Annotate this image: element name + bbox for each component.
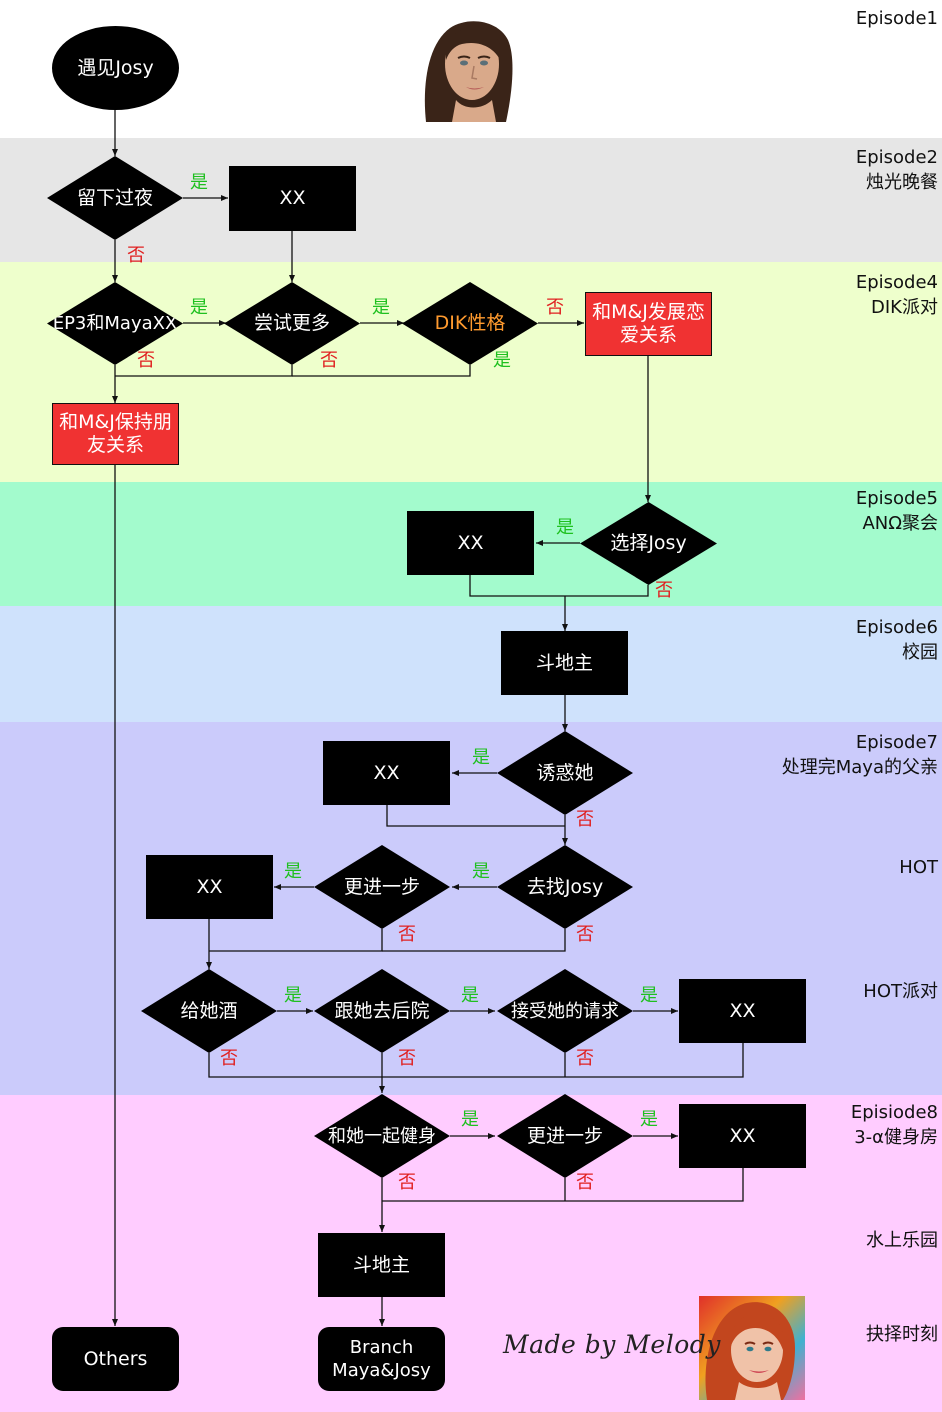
node-romance-mj: 和M&J发展恋爱关系 — [585, 292, 712, 356]
melody-portrait — [699, 1296, 805, 1400]
no-label: 否 — [398, 924, 416, 945]
decision-label: 抉择时刻 — [866, 1324, 938, 1345]
node-meet-josy: 遇见Josy — [52, 26, 179, 110]
yes-label: 是 — [556, 517, 574, 538]
josy-portrait — [416, 14, 517, 122]
episode1-label: Episode1 — [855, 8, 938, 29]
yes-label: 是 — [472, 861, 490, 882]
node-xx-ep2: XX — [229, 166, 356, 231]
band-episode6 — [0, 606, 942, 722]
hot-party-label: HOT派对 — [863, 981, 938, 1002]
no-label: 否 — [320, 350, 338, 371]
node-dou-dizhu-water-park: 斗地主 — [318, 1233, 445, 1297]
node-xx-hot: XX — [146, 855, 273, 919]
node-branch-maya-josy: Branch Maya&Josy — [318, 1327, 445, 1391]
no-label: 否 — [137, 350, 155, 371]
hot-label: HOT — [899, 857, 938, 878]
yes-label: 是 — [472, 747, 490, 768]
no-label: 否 — [576, 809, 594, 830]
yes-label: 是 — [640, 985, 658, 1006]
node-dou-dizhu-ep6: 斗地主 — [501, 631, 628, 695]
no-label: 否 — [546, 297, 564, 318]
yes-label: 是 — [284, 985, 302, 1006]
node-xx-hot-party: XX — [679, 979, 806, 1043]
yes-label: 是 — [493, 350, 511, 371]
signature: Made by Melody — [503, 1330, 721, 1359]
yes-label: 是 — [461, 985, 479, 1006]
no-label: 否 — [398, 1172, 416, 1193]
node-xx-gym: XX — [679, 1104, 806, 1168]
no-label: 否 — [655, 580, 673, 601]
water-park-label: 水上乐园 — [866, 1230, 938, 1251]
node-friends-mj: 和M&J保持朋友关系 — [52, 403, 179, 465]
yes-label: 是 — [461, 1109, 479, 1130]
yes-label: 是 — [372, 297, 390, 318]
no-label: 否 — [576, 1048, 594, 1069]
yes-label: 是 — [190, 297, 208, 318]
no-label: 否 — [576, 924, 594, 945]
yes-label: 是 — [640, 1109, 658, 1130]
node-xx-ep5: XX — [407, 511, 534, 575]
node-others: Others — [52, 1327, 179, 1391]
no-label: 否 — [398, 1048, 416, 1069]
yes-label: 是 — [190, 172, 208, 193]
yes-label: 是 — [284, 861, 302, 882]
no-label: 否 — [127, 245, 145, 266]
no-label: 否 — [220, 1048, 238, 1069]
node-xx-ep7: XX — [323, 741, 450, 805]
no-label: 否 — [576, 1172, 594, 1193]
